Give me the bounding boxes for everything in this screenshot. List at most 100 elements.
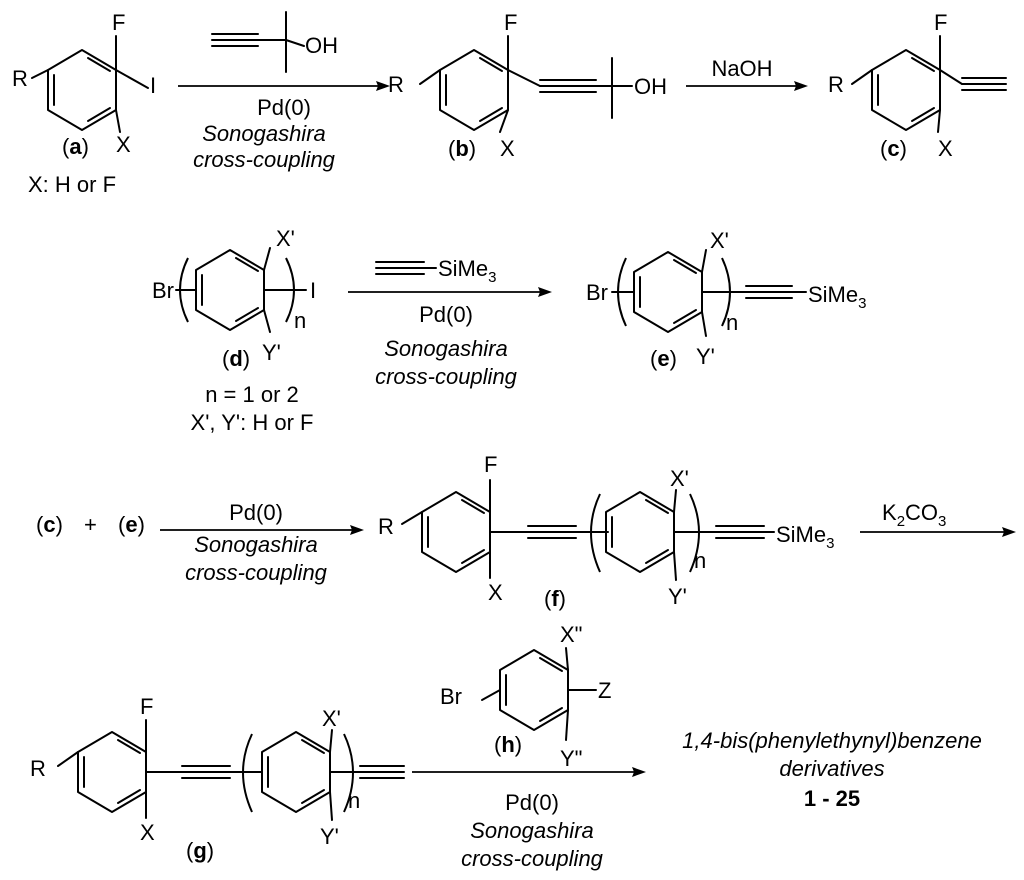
cross-coupling-label-1: cross-coupling	[193, 147, 336, 172]
label-b: b	[455, 136, 468, 161]
tms-group: SiMe	[808, 282, 858, 307]
label-e-ref: e	[125, 512, 137, 537]
atom-y-prime: Y'	[668, 584, 687, 609]
sonogashira-label-4: Sonogashira	[470, 818, 594, 843]
svg-text:(g): (g)	[186, 838, 214, 863]
arrow-step-3	[348, 287, 552, 297]
tms-group: SiMe	[438, 256, 488, 281]
subscript-3: 3	[858, 295, 866, 312]
atom-f: F	[934, 10, 947, 35]
atom-oh: OH	[305, 33, 338, 58]
x-definition: X: H or F	[28, 172, 116, 197]
compound-e: X' Y' Br n SiMe3 (e)	[586, 228, 866, 371]
plus-sign: +	[84, 512, 97, 537]
atom-x-prime: X'	[276, 226, 295, 251]
label-e: e	[657, 346, 669, 371]
atom-x: X	[500, 136, 515, 161]
xy-definition: X', Y': H or F	[191, 410, 314, 435]
atom-x: X	[938, 136, 953, 161]
subscript-3: 3	[488, 269, 496, 286]
sonogashira-label-2: Sonogashira	[384, 336, 508, 361]
catalyst-pd0-1: Pd(0)	[257, 95, 311, 120]
compound-c: F X R (c)	[828, 10, 1007, 161]
atom-f: F	[504, 10, 517, 35]
atom-oh: OH	[634, 74, 667, 99]
compound-g: F X R X' Y' n (g)	[30, 694, 405, 863]
svg-text:(c): (c)	[880, 136, 907, 161]
svg-text:(d): (d)	[222, 346, 250, 371]
subscript-3: 3	[826, 535, 834, 552]
atom-r: R	[30, 756, 46, 781]
compound-h: X" Z Y" Br (h)	[440, 622, 611, 771]
label-h: h	[501, 732, 514, 757]
arrow-step-2	[686, 81, 808, 91]
label-f: f	[551, 586, 559, 611]
svg-text:(c): (c)	[36, 512, 63, 537]
cross-coupling-label-4: cross-coupling	[461, 846, 604, 871]
atom-f: F	[484, 452, 497, 477]
product-line-2: derivatives	[779, 756, 884, 781]
atom-z: Z	[598, 678, 611, 703]
atom-br: Br	[440, 684, 462, 709]
product-line-1: 1,4-bis(phenylethynyl)benzene	[682, 728, 982, 753]
product-range: 1 - 25	[804, 786, 860, 811]
atom-x: X	[116, 132, 131, 157]
label-c: c	[887, 136, 899, 161]
compound-d: X' Y' I Br n (d) n = 1 or 2 X', Y': H or…	[152, 226, 316, 435]
atom-r: R	[828, 72, 844, 97]
atom-f: F	[140, 694, 153, 719]
svg-text:(a): (a)	[62, 134, 89, 159]
label-a: a	[69, 134, 82, 159]
svg-text:SiMe3: SiMe3	[776, 522, 834, 552]
svg-text:(e): (e)	[118, 512, 145, 537]
atom-r: R	[378, 514, 394, 539]
catalyst-pd0-2: Pd(0)	[419, 302, 473, 327]
compound-a: F I X R (a) X: H or F	[12, 10, 156, 197]
svg-text:(b): (b)	[448, 136, 476, 161]
atom-y-prime: Y'	[320, 824, 339, 849]
atom-y-double-prime: Y"	[560, 746, 582, 771]
atom-y-prime: Y'	[262, 340, 281, 365]
atom-br: Br	[152, 278, 174, 303]
arrow-step-5	[860, 527, 1016, 537]
reagent-naoh: NaOH	[711, 56, 772, 81]
arrow-step-4	[160, 525, 364, 535]
atom-r: R	[12, 66, 28, 91]
atom-x: X	[488, 580, 503, 605]
atom-x: X	[140, 820, 155, 845]
atom-i: I	[310, 278, 316, 303]
atom-i: I	[150, 73, 156, 98]
reagent-methylbutynol: OH	[211, 11, 338, 73]
label-g: g	[193, 838, 206, 863]
svg-text:(f): (f)	[544, 586, 566, 611]
label-d: d	[229, 346, 242, 371]
arrow-step-1	[178, 81, 390, 91]
tms-group: SiMe	[776, 522, 826, 547]
subscript-n: n	[348, 788, 360, 813]
svg-text:(h): (h)	[494, 732, 522, 757]
subscript-n: n	[726, 310, 738, 335]
sonogashira-label-1: Sonogashira	[202, 121, 326, 146]
svg-text:SiMe3: SiMe3	[808, 282, 866, 312]
subscript-n: n	[694, 548, 706, 573]
svg-text:SiMe3: SiMe3	[438, 256, 496, 286]
catalyst-pd0-4: Pd(0)	[505, 790, 559, 815]
atom-y-prime: Y'	[696, 344, 715, 369]
cross-coupling-label-2: cross-coupling	[375, 364, 518, 389]
cross-coupling-label-3: cross-coupling	[185, 560, 328, 585]
sonogashira-label-3: Sonogashira	[194, 532, 318, 557]
atom-br: Br	[586, 280, 608, 305]
subscript-n: n	[294, 308, 306, 333]
atom-x-prime: X'	[670, 466, 689, 491]
product-description: 1,4-bis(phenylethynyl)benzene derivative…	[682, 728, 982, 811]
atom-f: F	[112, 10, 125, 35]
compound-f: F X R X' Y' n SiMe3 (f)	[378, 452, 834, 611]
arrow-step-6	[412, 767, 646, 777]
reagent-k2co3: K2CO3	[882, 500, 946, 530]
reagent-tms-acetylene: SiMe3	[375, 256, 496, 286]
atom-x-prime: X'	[710, 228, 729, 253]
label-c-ref: c	[43, 512, 55, 537]
catalyst-pd0-3: Pd(0)	[229, 500, 283, 525]
compound-b: F OH X R (b)	[388, 10, 667, 161]
